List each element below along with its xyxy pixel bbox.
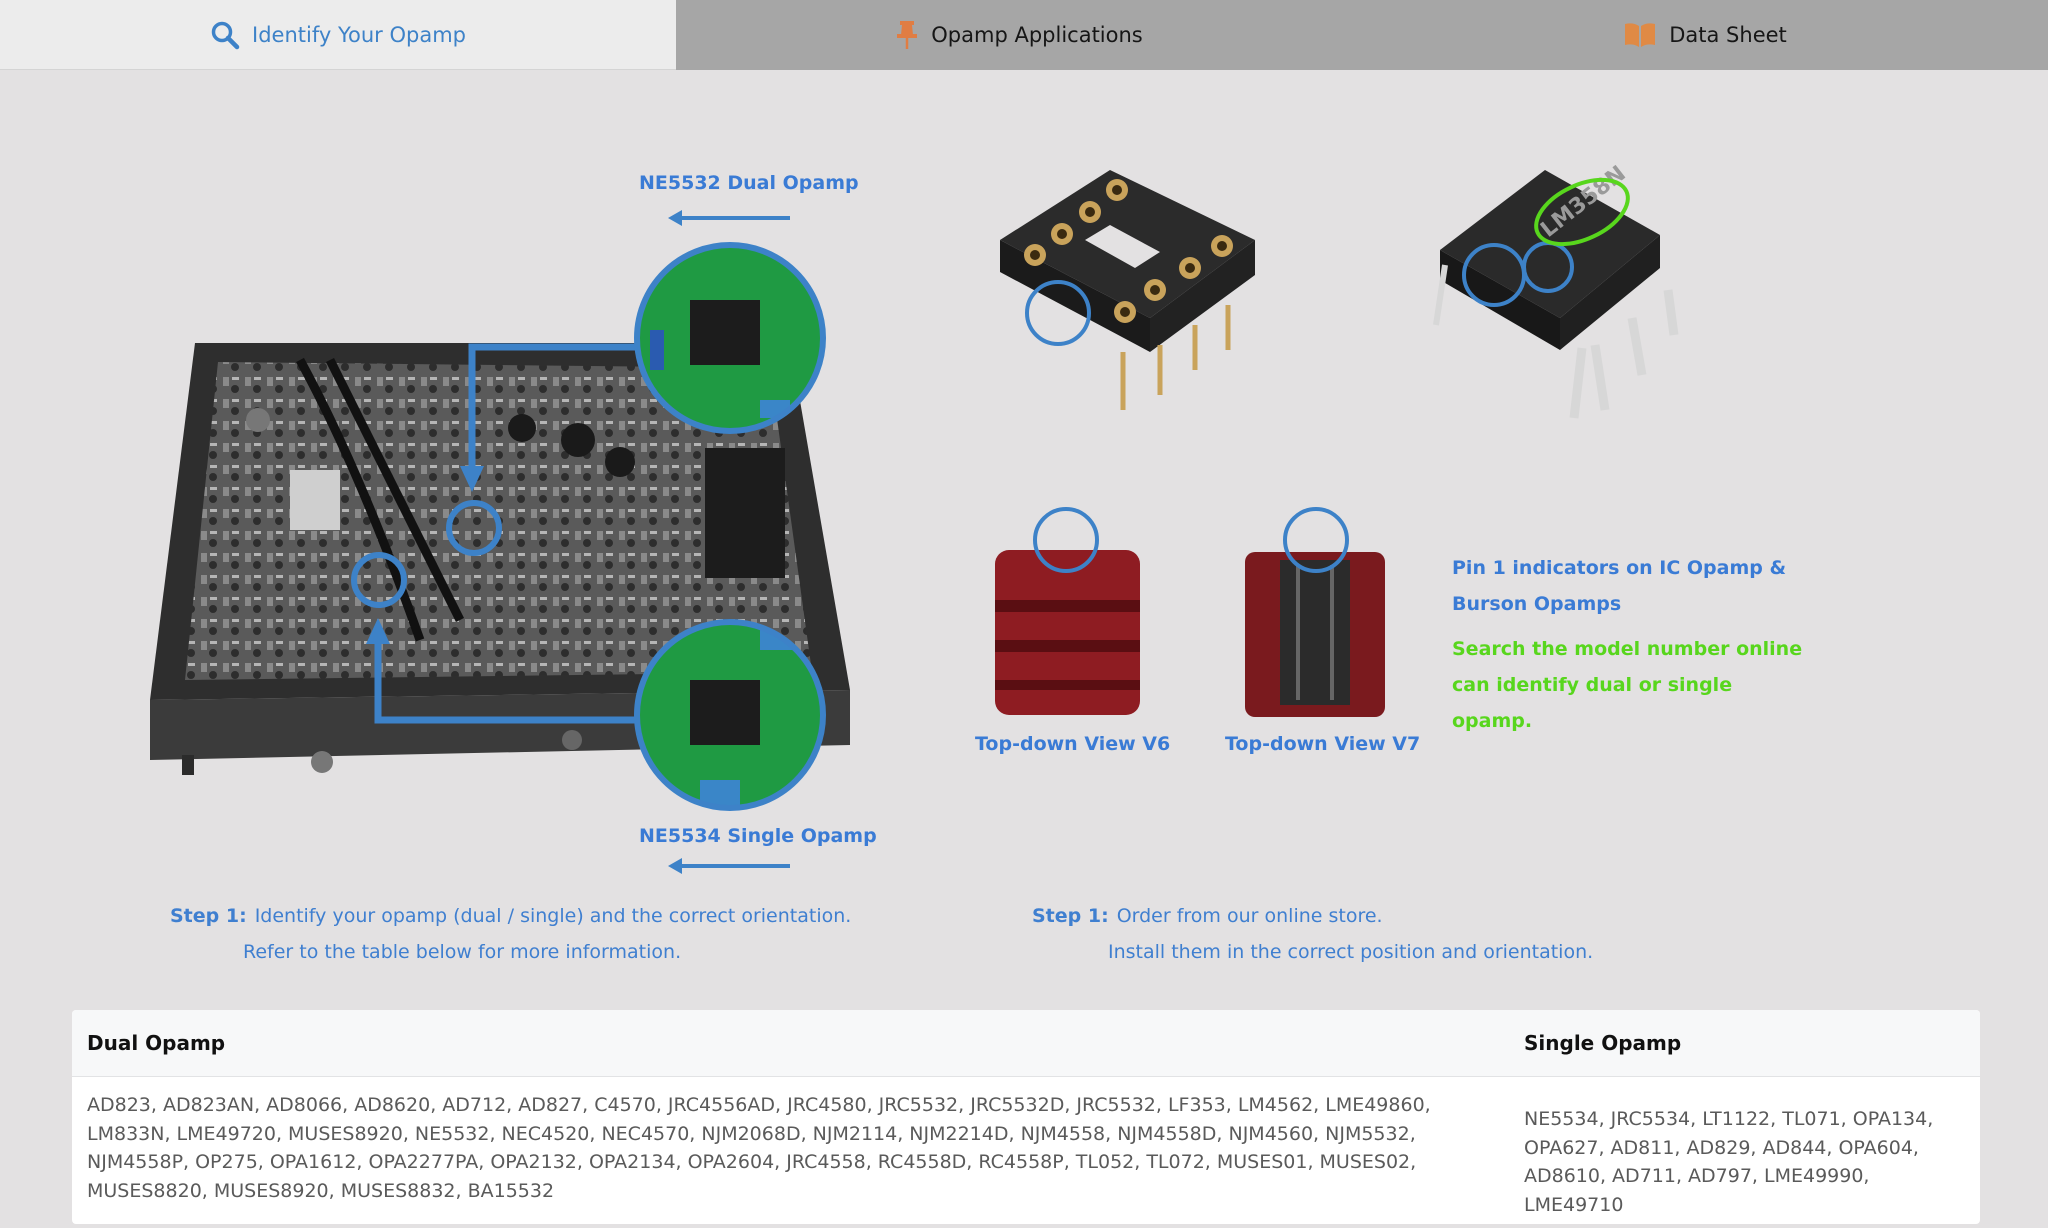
book-icon <box>1623 21 1657 49</box>
search-note-line3: opamp. <box>1452 710 1533 732</box>
tab-label: Data Sheet <box>1669 23 1787 47</box>
v7-view-label: Top-down View V7 <box>1225 733 1421 755</box>
step-left-line1: Identify your opamp (dual / single) and … <box>254 905 852 927</box>
header-dual-opamp: Dual Opamp <box>87 1031 226 1055</box>
single-opamp-list: NE5534, JRC5534, LT1122, TL071, OPA134, … <box>1524 1108 1934 1216</box>
burson-v7-image <box>1245 552 1385 717</box>
search-note-line2: can identify dual or single <box>1452 674 1733 696</box>
pin1-note-line2: Burson Opamps <box>1452 593 1622 615</box>
step-right-line1: Order from our online store. <box>1116 905 1383 927</box>
step-left-prefix: Step 1: <box>170 905 247 927</box>
ne5534-single-label: NE5534 Single Opamp <box>639 825 877 847</box>
pin1-note-line1: Pin 1 indicators on IC Opamp & <box>1452 557 1787 579</box>
tab-bar: Identify Your Opamp Opamp Applications D… <box>0 0 2048 70</box>
dual-opamp-list: AD823, AD823AN, AD8066, AD8620, AD712, A… <box>87 1094 1431 1202</box>
search-icon <box>210 20 240 50</box>
step-left: Step 1: Identify your opamp (dual / singl… <box>170 898 851 970</box>
search-note-line1: Search the model number online <box>1452 638 1803 660</box>
ic-socket-image <box>1000 170 1255 410</box>
tab-label: Opamp Applications <box>931 23 1143 47</box>
tab-identify-your-opamp[interactable]: Identify Your Opamp <box>0 0 676 70</box>
header-single-opamp: Single Opamp <box>1524 1031 1682 1055</box>
opamp-table: Dual Opamp Single Opamp AD823, AD823AN, … <box>72 1010 1980 1224</box>
step-right-line2: Install them in the correct position and… <box>1108 941 1594 963</box>
pin-icon <box>895 20 919 50</box>
step-right: Step 1: Order from our online store. Inst… <box>1032 898 1593 970</box>
tab-label: Identify Your Opamp <box>252 22 466 47</box>
step-right-prefix: Step 1: <box>1032 905 1109 927</box>
ne5532-dual-label: NE5532 Dual Opamp <box>639 172 859 194</box>
step-left-line2: Refer to the table below for more inform… <box>243 941 682 963</box>
pin1-note: Pin 1 indicators on IC Opamp & Burson Op… <box>1452 550 1802 739</box>
v6-view-label: Top-down View V6 <box>975 733 1171 755</box>
tab-opamp-applications[interactable]: Opamp Applications <box>676 0 1362 70</box>
tab-data-sheet[interactable]: Data Sheet <box>1362 0 2048 70</box>
opamp-identification-figure: LM358N <box>150 161 1679 874</box>
table-header-row: Dual Opamp Single Opamp <box>72 1010 1980 1077</box>
burson-v6-image <box>995 550 1140 715</box>
